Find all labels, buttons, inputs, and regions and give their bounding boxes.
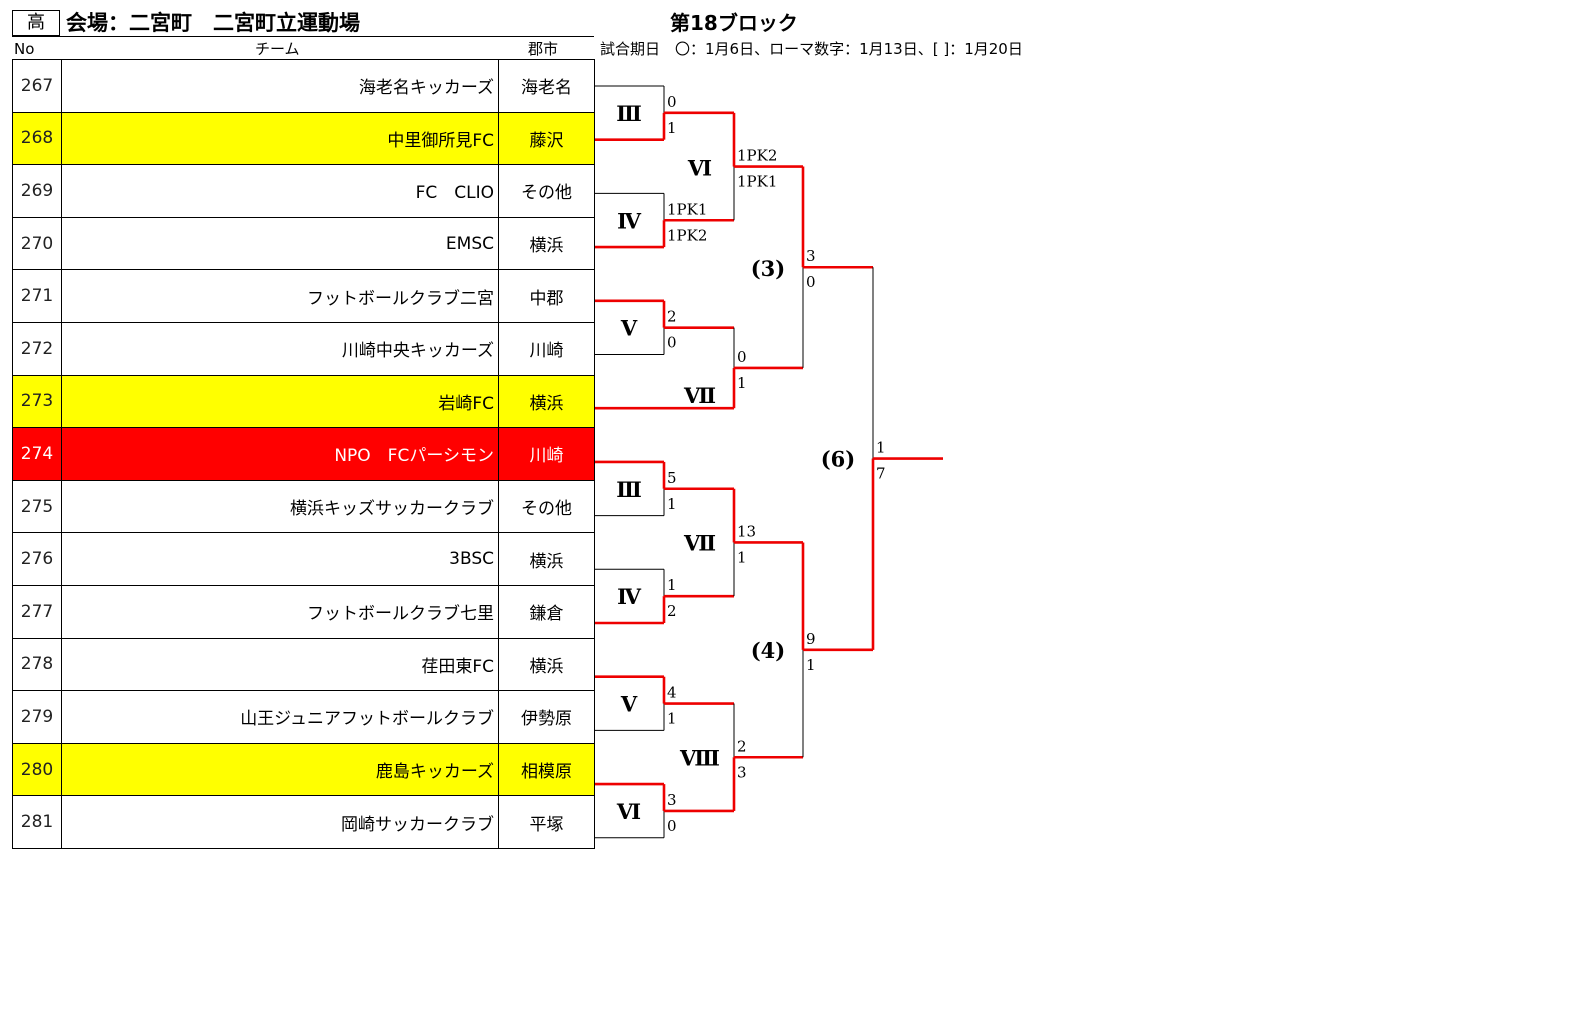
score-top: 5 bbox=[667, 469, 677, 487]
team-name: 中里御所見FC bbox=[61, 111, 499, 166]
score-bottom: 1 bbox=[737, 374, 747, 392]
score-bottom: 1 bbox=[667, 710, 677, 728]
round-label: Ⅲ bbox=[616, 101, 642, 126]
score-bottom: 3 bbox=[737, 763, 747, 781]
round-label: Ⅴ bbox=[620, 316, 638, 341]
score-top: 13 bbox=[737, 522, 756, 540]
team-name: 3BSC bbox=[61, 532, 499, 586]
col-header-no: No bbox=[14, 40, 35, 58]
score-top: 2 bbox=[667, 308, 677, 326]
score-top: 1 bbox=[667, 576, 677, 594]
round-label: Ⅷ bbox=[679, 745, 720, 770]
team-city: その他 bbox=[498, 479, 595, 534]
team-name: 岩崎FC bbox=[61, 374, 499, 429]
score-top: 4 bbox=[667, 684, 677, 702]
round-label: (4) bbox=[751, 638, 785, 663]
score-bottom: 0 bbox=[667, 817, 677, 835]
team-no: 271 bbox=[12, 269, 62, 323]
score-bottom: 1PK1 bbox=[737, 173, 777, 191]
team-city: 川崎 bbox=[498, 427, 595, 481]
score-bottom: 1PK2 bbox=[667, 226, 707, 244]
team-city: その他 bbox=[498, 164, 595, 218]
score-top: 0 bbox=[667, 93, 677, 111]
header-rule bbox=[12, 36, 594, 37]
team-no: 278 bbox=[12, 637, 62, 692]
score-bottom: 7 bbox=[876, 465, 886, 483]
round-label: Ⅳ bbox=[617, 208, 642, 233]
schedule-legend: 試合期日 〇：1月6日、ローマ数字：1月13日、[ ]：1月20日 bbox=[600, 40, 1023, 58]
team-city: 横浜 bbox=[498, 532, 595, 586]
team-no: 274 bbox=[12, 427, 62, 481]
team-no: 270 bbox=[12, 216, 62, 271]
round-label: Ⅵ bbox=[687, 156, 712, 181]
score-top: 1PK1 bbox=[667, 200, 707, 218]
team-no: 273 bbox=[12, 374, 62, 429]
score-top: 1 bbox=[876, 439, 886, 457]
score-top: 0 bbox=[737, 348, 747, 366]
score-top: 2 bbox=[737, 737, 747, 755]
team-city: 藤沢 bbox=[498, 111, 595, 166]
block-title: 第18ブロック bbox=[670, 11, 798, 35]
round-label: Ⅶ bbox=[683, 530, 716, 555]
col-header-city: 郡市 bbox=[528, 40, 559, 58]
team-name: 鹿島キッカーズ bbox=[61, 742, 499, 797]
team-name: 横浜キッズサッカークラブ bbox=[61, 479, 499, 534]
round-label: Ⅵ bbox=[616, 799, 641, 824]
score-bottom: 1 bbox=[667, 495, 677, 513]
score-bottom: 1 bbox=[667, 119, 677, 137]
score-top: 3 bbox=[806, 247, 816, 265]
score-top: 9 bbox=[806, 630, 816, 648]
round-label: Ⅶ bbox=[683, 383, 716, 408]
team-name: FC CLIO bbox=[61, 164, 499, 218]
team-city: 川崎 bbox=[498, 321, 595, 376]
team-city: 横浜 bbox=[498, 374, 595, 429]
category-badge: 高 bbox=[12, 10, 60, 36]
team-city: 相模原 bbox=[498, 742, 595, 797]
team-name: 川崎中央キッカーズ bbox=[61, 321, 499, 376]
round-label: (3) bbox=[751, 256, 785, 281]
team-city: 中郡 bbox=[498, 269, 595, 323]
col-header-team: チーム bbox=[255, 40, 300, 58]
score-bottom: 1 bbox=[737, 548, 747, 566]
team-city: 鎌倉 bbox=[498, 584, 595, 639]
venue-title: 会場：二宮町 二宮町立運動場 bbox=[66, 11, 360, 35]
round-label: Ⅳ bbox=[617, 584, 642, 609]
team-no: 268 bbox=[12, 111, 62, 166]
score-top: 1PK2 bbox=[737, 147, 777, 165]
score-bottom: 2 bbox=[667, 602, 677, 620]
team-name: フットボールクラブ七里 bbox=[61, 584, 499, 639]
team-name: EMSC bbox=[61, 216, 499, 271]
team-name: NPO FCパーシモン bbox=[61, 427, 499, 481]
score-bottom: 1 bbox=[806, 656, 816, 674]
round-label: (6) bbox=[821, 447, 855, 472]
team-city: 伊勢原 bbox=[498, 690, 595, 744]
round-label: Ⅲ bbox=[616, 477, 642, 502]
team-no: 272 bbox=[12, 321, 62, 376]
score-bottom: 0 bbox=[667, 334, 677, 352]
team-name: 山王ジュニアフットボールクラブ bbox=[61, 690, 499, 744]
round-label: Ⅴ bbox=[620, 692, 638, 717]
score-bottom: 0 bbox=[806, 273, 816, 291]
team-name: フットボールクラブ二宮 bbox=[61, 269, 499, 323]
score-top: 3 bbox=[667, 791, 677, 809]
team-city: 平塚 bbox=[498, 795, 595, 849]
team-no: 269 bbox=[12, 164, 62, 218]
